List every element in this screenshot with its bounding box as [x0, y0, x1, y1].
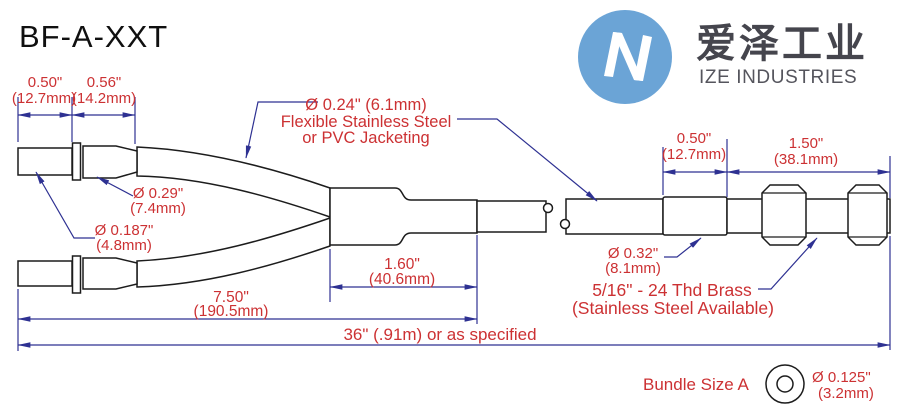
cable-break-curl-left [542, 202, 554, 214]
label-750-mm: (190.5mm) [194, 303, 269, 320]
label-056-in: 0.56" [87, 74, 122, 91]
corrugated-tube-main-left [476, 200, 547, 233]
dimension-labels: 0.50" (12.7mm) 0.56" (14.2mm) Ø 0.24" (6… [12, 74, 838, 344]
hex-nut-1 [761, 184, 807, 246]
logo-text-cn: 爱泽工业 [696, 22, 868, 66]
label-bundle-in: Ø 0.125" [812, 369, 871, 386]
label-thread-1: 5/16" - 24 Thd Brass [592, 280, 752, 300]
label-dia032-in: Ø 0.32" [608, 245, 658, 262]
leader-lines [35, 101, 818, 290]
logo-glyph-icon [604, 32, 652, 81]
label-dia032-mm: (8.1mm) [605, 260, 661, 277]
label-bundle-mm: (3.2mm) [818, 385, 874, 402]
label-050r-mm: (12.7mm) [662, 146, 726, 163]
corrugated-tube-main-right [565, 198, 664, 235]
label-050r-in: 0.50" [677, 130, 712, 147]
label-jacket-3: or PVC Jacketing [302, 129, 429, 147]
connector-bottom [17, 255, 138, 294]
label-050-top-mm: (12.7mm) [12, 90, 76, 107]
label-160-in: 1.60" [384, 256, 420, 273]
y-junction-block [329, 187, 478, 246]
cable-drawing [17, 142, 891, 294]
label-dia0187-in: Ø 0.187" [95, 222, 154, 239]
label-150-in: 1.50" [789, 135, 824, 152]
end-sleeve [662, 196, 728, 236]
label-jacket-1: Ø 0.24" (6.1mm) [305, 96, 426, 114]
label-jacket-2: Flexible Stainless Steel [281, 113, 452, 131]
label-150-mm: (38.1mm) [774, 151, 838, 168]
label-050-top-in: 0.50" [28, 74, 63, 91]
bundle-cross-section-inner [776, 375, 794, 393]
cable-break-curl-right [559, 218, 571, 230]
label-overall-length: 36" (.91m) or as specified [343, 325, 536, 344]
label-dia029-mm: (7.4mm) [130, 200, 186, 217]
label-thread-2: (Stainless Steel Available) [572, 298, 774, 318]
dimension-lines [17, 97, 891, 351]
hex-nut-2 [847, 184, 888, 246]
page-title: BF-A-XXT [19, 19, 168, 54]
label-750-in: 7.50" [213, 289, 249, 306]
label-bundle: Bundle Size A [643, 375, 750, 394]
connector-top [17, 142, 138, 181]
corrugated-tube-bottom-leg [136, 216, 331, 288]
label-160-mm: (40.6mm) [369, 271, 435, 288]
label-056-mm: (14.2mm) [72, 90, 136, 107]
logo-text-en: IZE INDUSTRIES [699, 67, 857, 88]
label-dia0187-mm: (4.8mm) [96, 237, 152, 254]
company-logo: 爱泽工业 IZE INDUSTRIES [578, 10, 868, 104]
label-dia029-in: Ø 0.29" [133, 185, 183, 202]
bundle-size-detail: Bundle Size A Ø 0.125" (3.2mm) [643, 364, 874, 404]
